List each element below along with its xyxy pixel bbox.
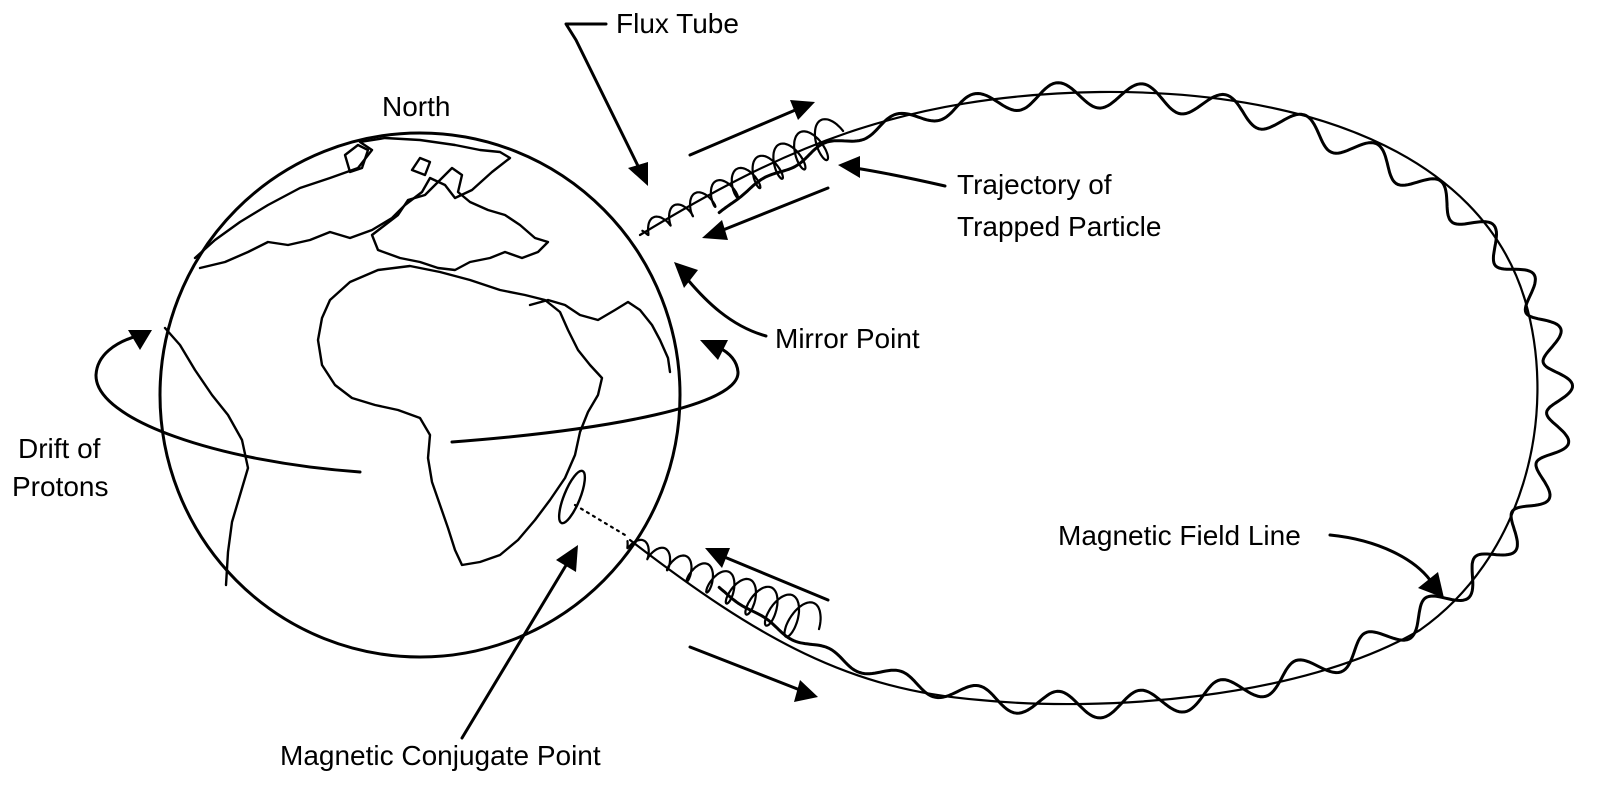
label-magnetic-conjugate-point: Magnetic Conjugate Point <box>280 740 601 771</box>
earth-outline <box>158 131 682 659</box>
arrow-outbound-north <box>688 106 802 157</box>
label-magnetic-field-line: Magnetic Field Line <box>1058 520 1301 551</box>
flux-tube-loop <box>628 90 1539 706</box>
magnetic-field-line <box>717 81 1574 720</box>
label-drift-line2: Protons <box>12 471 109 502</box>
island-madagascar <box>557 469 587 525</box>
continent-south-america <box>163 326 250 587</box>
proton-drift-ring <box>94 330 740 474</box>
conjugate-dotted-line <box>573 503 627 537</box>
arrowhead-mirror-point <box>674 262 698 288</box>
continent-arabia <box>528 298 672 374</box>
label-trajectory-line1: Trajectory of <box>957 169 1112 200</box>
arrow-inbound-south <box>720 554 830 602</box>
leader-conjugate-point <box>460 560 570 740</box>
leader-field-line <box>1328 533 1432 582</box>
continent-europe <box>370 166 550 272</box>
drift-arc-right <box>450 345 740 444</box>
label-north: North <box>382 91 450 122</box>
leader-flux-tube <box>564 22 642 172</box>
island-britain <box>410 156 432 177</box>
arrowhead-inbound-south <box>705 548 730 568</box>
earth-globe <box>158 131 682 659</box>
arrow-inbound-north <box>716 186 830 234</box>
arrowhead-flux-tube <box>628 162 648 186</box>
label-trajectory-line2: Trapped Particle <box>957 211 1161 242</box>
drift-arrowhead-right <box>700 340 728 360</box>
trajectory-helix-north <box>641 118 845 237</box>
drift-arc-left <box>94 333 362 474</box>
arrowhead-inbound-north <box>702 220 728 240</box>
arrowhead-trajectory <box>838 156 860 178</box>
continent-north-america <box>193 136 512 270</box>
arrow-outbound-south <box>688 645 802 692</box>
label-drift-line1: Drift of <box>18 433 101 464</box>
island-greenland <box>343 143 370 174</box>
continent-africa <box>316 264 604 567</box>
leader-trajectory <box>853 166 947 188</box>
leader-mirror-point <box>686 278 768 338</box>
arrowhead-conjugate-point <box>556 545 578 572</box>
trajectory-helix-south <box>626 538 822 638</box>
flux-arrows <box>688 100 830 702</box>
arrowhead-outbound-north <box>790 100 815 120</box>
arrowhead-outbound-south <box>794 680 818 702</box>
label-flux-tube: Flux Tube <box>616 8 739 39</box>
leader-lines <box>460 22 1444 740</box>
arrowhead-field-line <box>1418 572 1444 598</box>
drift-arrowhead-left <box>128 330 152 350</box>
label-mirror-point: Mirror Point <box>775 323 920 354</box>
